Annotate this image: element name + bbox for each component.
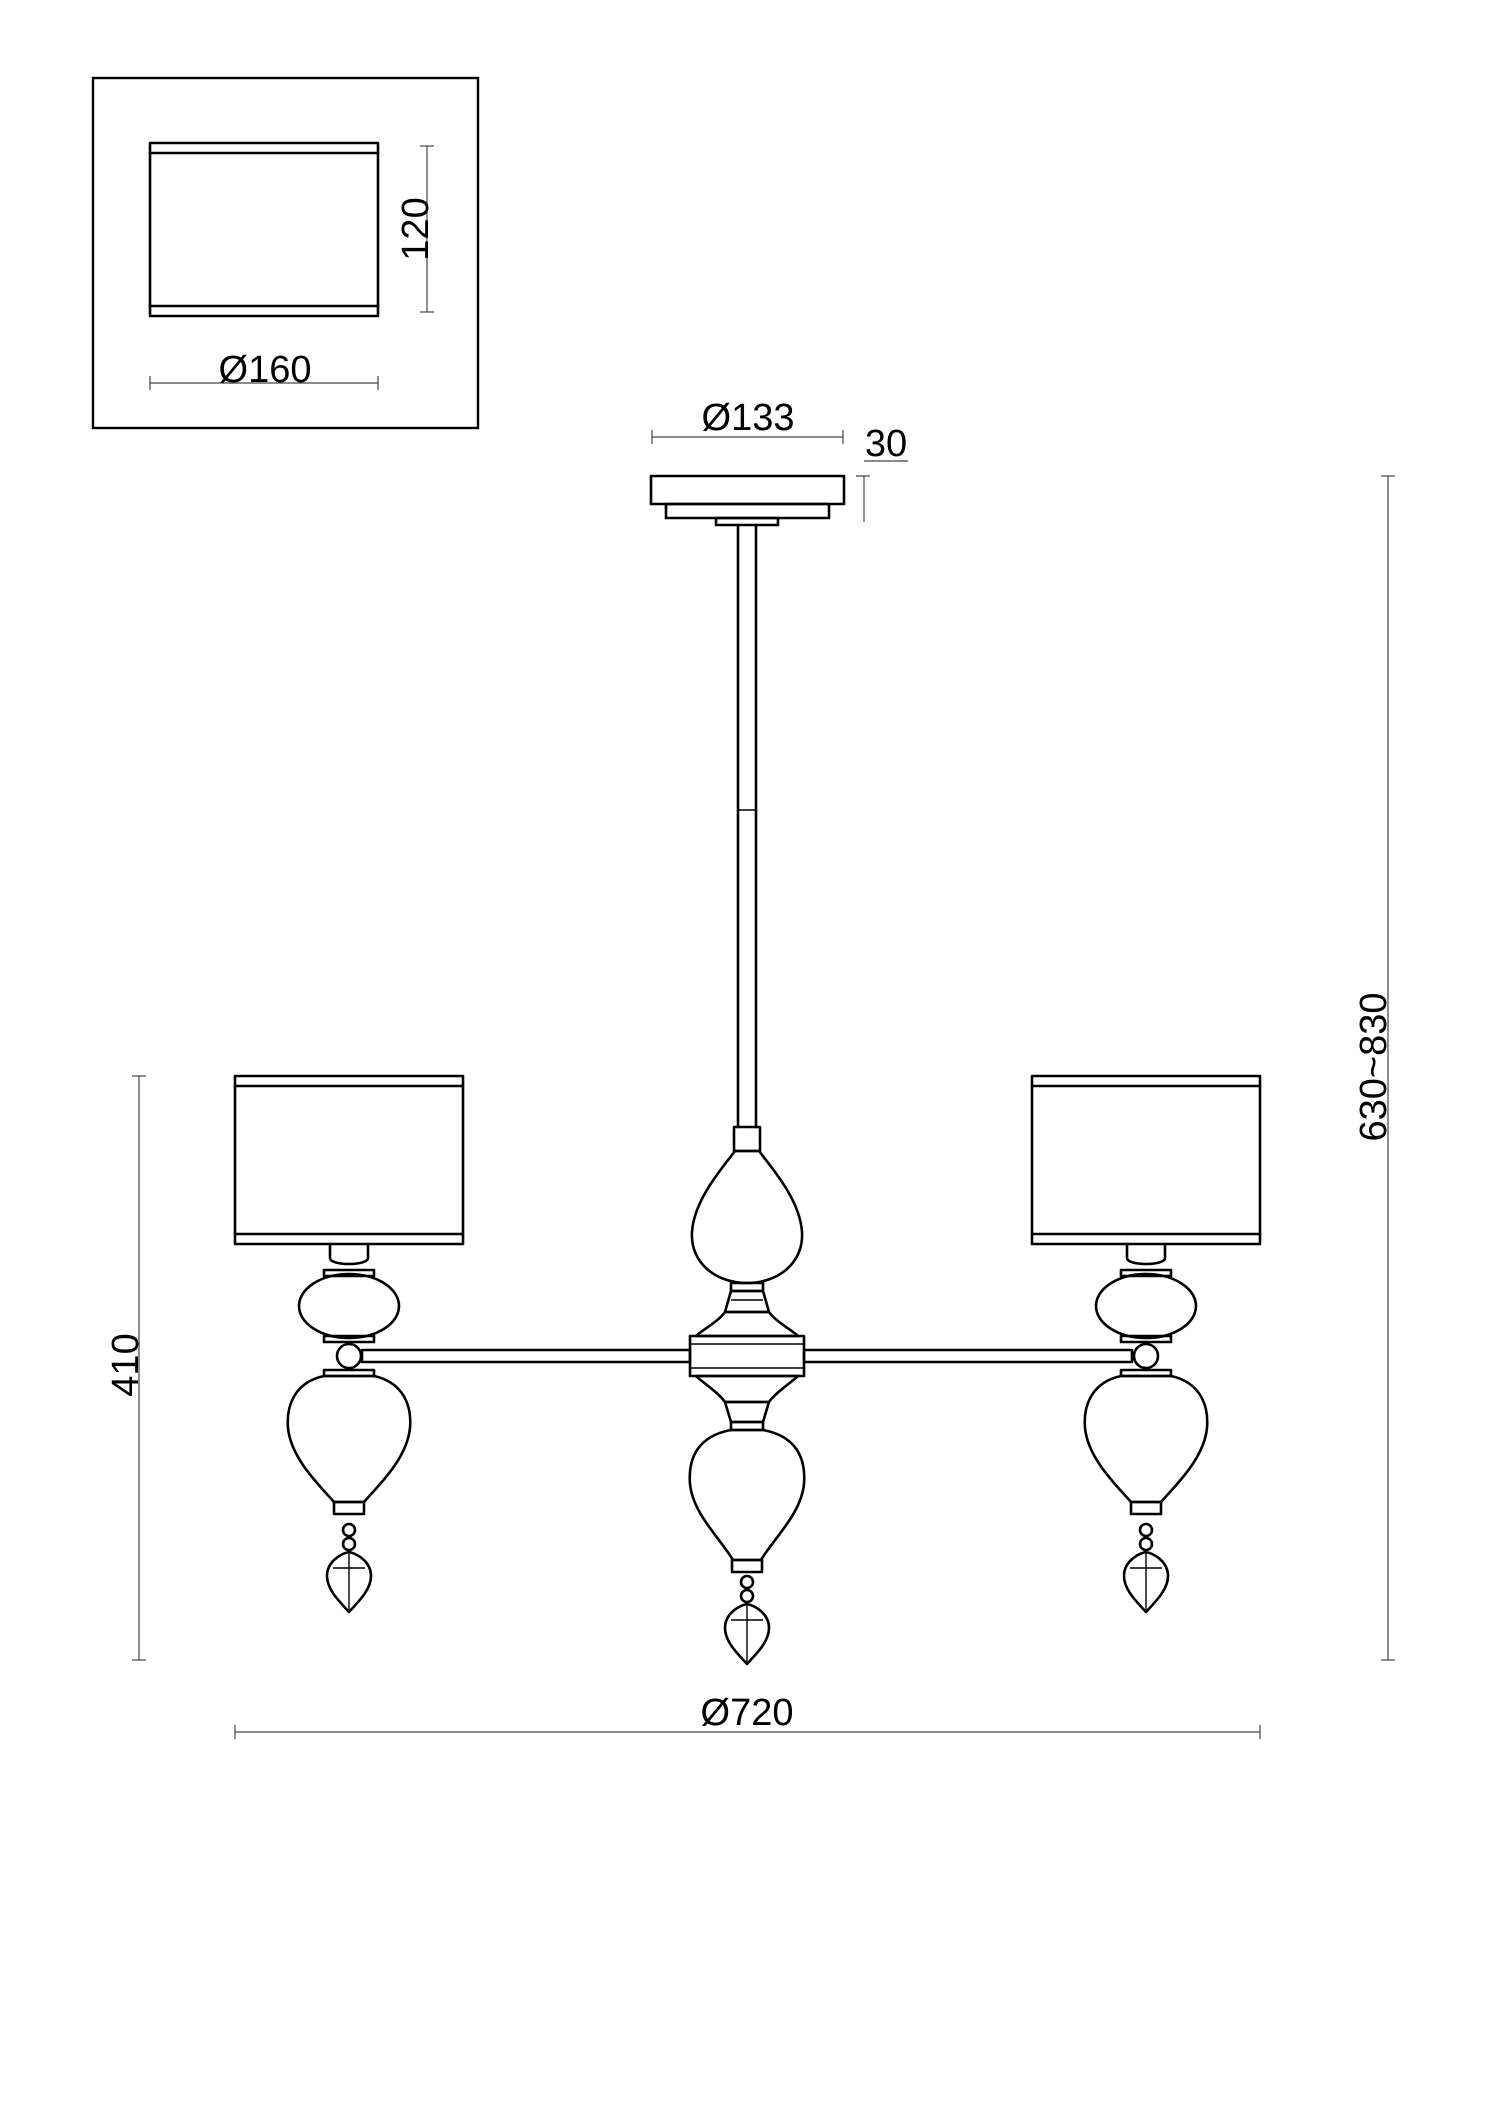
total-height-label: 630~830 <box>1353 993 1395 1142</box>
suspension-rod <box>732 523 762 1153</box>
center-lower-bulb <box>688 1428 806 1604</box>
left-arm <box>360 1348 692 1364</box>
right-lamp <box>1030 1074 1262 1614</box>
canopy-diameter-dimension-line <box>651 430 844 444</box>
shade-diameter-label: Ø160 <box>219 349 312 391</box>
inset-frame <box>91 76 480 430</box>
ceiling-canopy <box>649 474 846 527</box>
center-upper-bulb <box>690 1149 804 1314</box>
right-arm <box>802 1348 1134 1364</box>
left-lampshade <box>233 1074 465 1246</box>
body-height-label: 410 <box>105 1333 147 1396</box>
total-height-dimension-line <box>1381 475 1395 1661</box>
right-lampshade <box>1030 1074 1262 1246</box>
canopy-height-label: 30 <box>865 423 907 465</box>
total-diameter-label: Ø720 <box>701 1692 794 1734</box>
inset-shade <box>148 141 380 318</box>
body-height-dimension-line <box>132 1075 146 1661</box>
center-crystal-drop <box>723 1602 771 1666</box>
canopy-diameter-label: Ø133 <box>702 397 795 439</box>
inset-width-dimension-line <box>149 376 379 390</box>
center-hub-block <box>688 1310 806 1432</box>
canopy-height-dimension-line <box>856 460 908 522</box>
shade-height-label: 120 <box>395 197 437 260</box>
left-lamp <box>233 1074 465 1614</box>
inset-height-dimension-line <box>420 145 434 313</box>
shade-detail-inset: 120 Ø160 <box>91 76 480 430</box>
total-diameter-dimension-line <box>234 1725 1261 1739</box>
